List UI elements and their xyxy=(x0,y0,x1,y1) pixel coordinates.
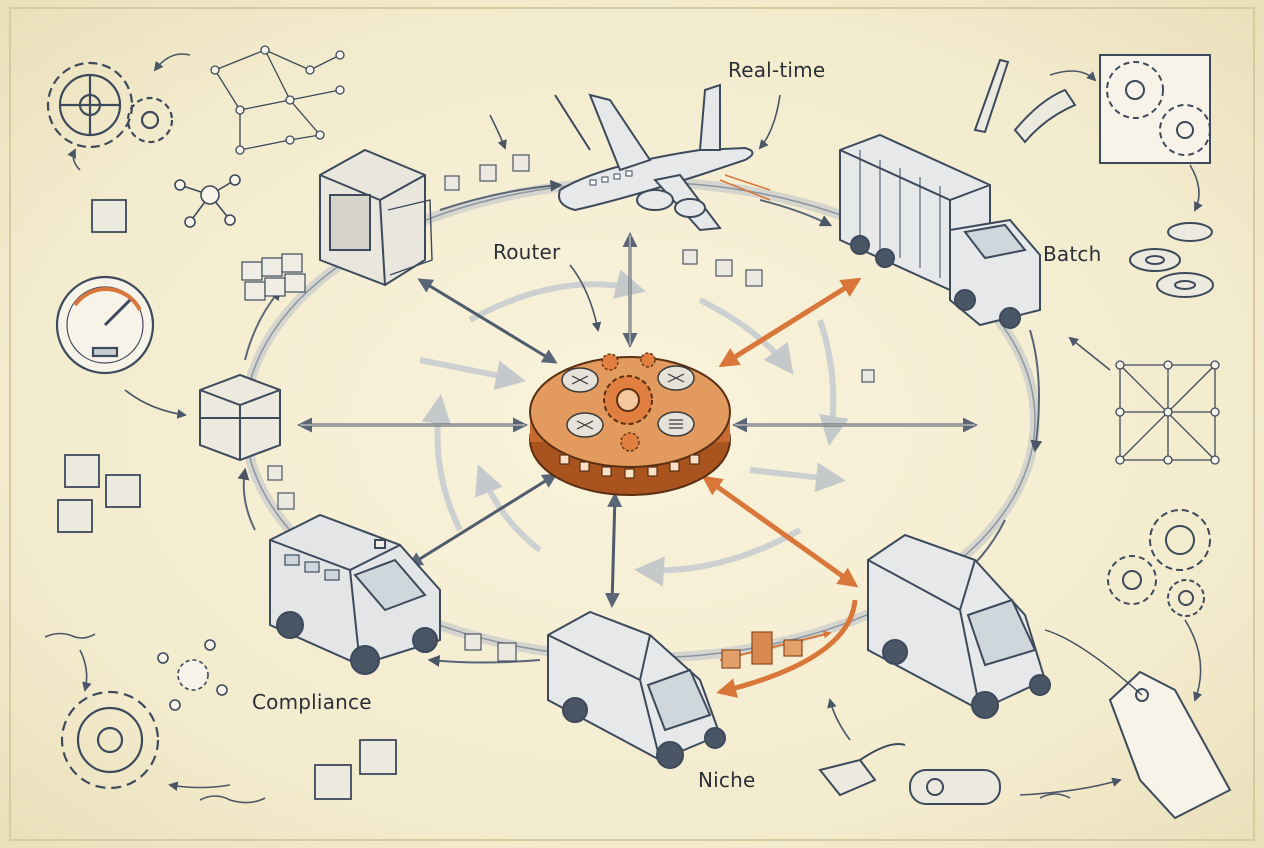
package-trail-orange xyxy=(721,631,803,669)
decorative-arrows xyxy=(44,53,1203,804)
airplane-icon xyxy=(554,83,771,232)
gears-bottom-left-icon xyxy=(60,690,160,790)
warehouse-icon xyxy=(241,148,433,301)
fittings-bottom-icon xyxy=(818,743,1001,805)
truck-icon xyxy=(839,133,1041,329)
label-batch: Batch xyxy=(1043,242,1102,266)
gears-right-icon xyxy=(1107,509,1211,617)
network-graph-right-icon xyxy=(1115,360,1220,465)
paper-border xyxy=(9,7,1255,841)
box-stack-icon xyxy=(199,373,281,462)
gauge-icon xyxy=(55,275,155,375)
gears-top-left-icon xyxy=(46,61,174,149)
gear-panel-icon xyxy=(1099,54,1211,164)
molecule-icon xyxy=(174,174,241,228)
tag-icon xyxy=(1044,629,1232,820)
package-trail-top xyxy=(267,154,875,662)
label-compliance: Compliance xyxy=(252,690,372,714)
pipe-fittings-icon xyxy=(973,58,1077,144)
label-real-time: Real-time xyxy=(728,58,826,82)
label-router: Router xyxy=(493,240,561,264)
router-hub xyxy=(529,352,731,496)
label-niche: Niche xyxy=(698,768,756,792)
router-gear-icon xyxy=(603,375,653,425)
loose-cubes-icon xyxy=(57,199,397,800)
armored-truck-icon xyxy=(269,513,441,675)
gear-node-icon xyxy=(157,639,228,711)
priority-route-arrows xyxy=(701,277,862,698)
van-niche-icon xyxy=(547,610,726,769)
coins-icon xyxy=(1129,222,1214,298)
network-graph-top-icon xyxy=(210,45,345,155)
van-delivery-icon xyxy=(867,533,1051,719)
